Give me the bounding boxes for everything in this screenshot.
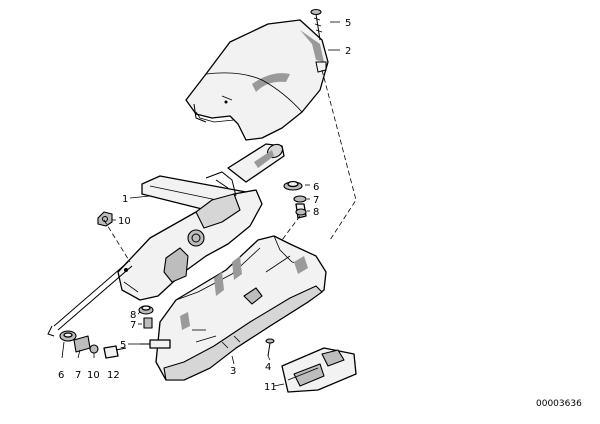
lower-steering-column-cover xyxy=(155,235,327,381)
callout-2: 2 xyxy=(345,46,351,57)
clip-bracket-part-11 xyxy=(281,347,357,393)
callout-11: 11 xyxy=(264,382,277,393)
callout-7-left: 7 xyxy=(75,370,81,381)
grommet-stack-center xyxy=(138,305,171,349)
callout-4: 4 xyxy=(265,362,271,373)
callout-3: 3 xyxy=(230,366,236,377)
callout-12: 12 xyxy=(107,370,120,381)
callout-8-mid: 8 xyxy=(130,310,136,321)
grommet-stack-right xyxy=(283,180,307,219)
document-number: 00003636 xyxy=(536,399,582,409)
steering-column-jacket xyxy=(53,143,285,331)
callout-10-bottom: 10 xyxy=(87,370,100,381)
callout-7-mid: 7 xyxy=(130,320,136,331)
callout-8-right: 8 xyxy=(313,207,319,218)
callout-10: 10 xyxy=(118,216,131,227)
callout-6-right: 6 xyxy=(313,182,319,193)
grommet-stack-left xyxy=(47,325,127,359)
screw-part-5-top xyxy=(310,8,323,41)
callout-5-top: 5 xyxy=(345,18,351,29)
screw-part-4 xyxy=(265,338,275,357)
callout-1: 1 xyxy=(122,194,128,205)
callout-5-bottom: 5 xyxy=(120,340,126,351)
callout-7-right: 7 xyxy=(313,195,319,206)
upper-steering-column-cover xyxy=(185,19,329,141)
nut-part-10 xyxy=(97,211,113,227)
callout-6-left: 6 xyxy=(58,370,64,381)
